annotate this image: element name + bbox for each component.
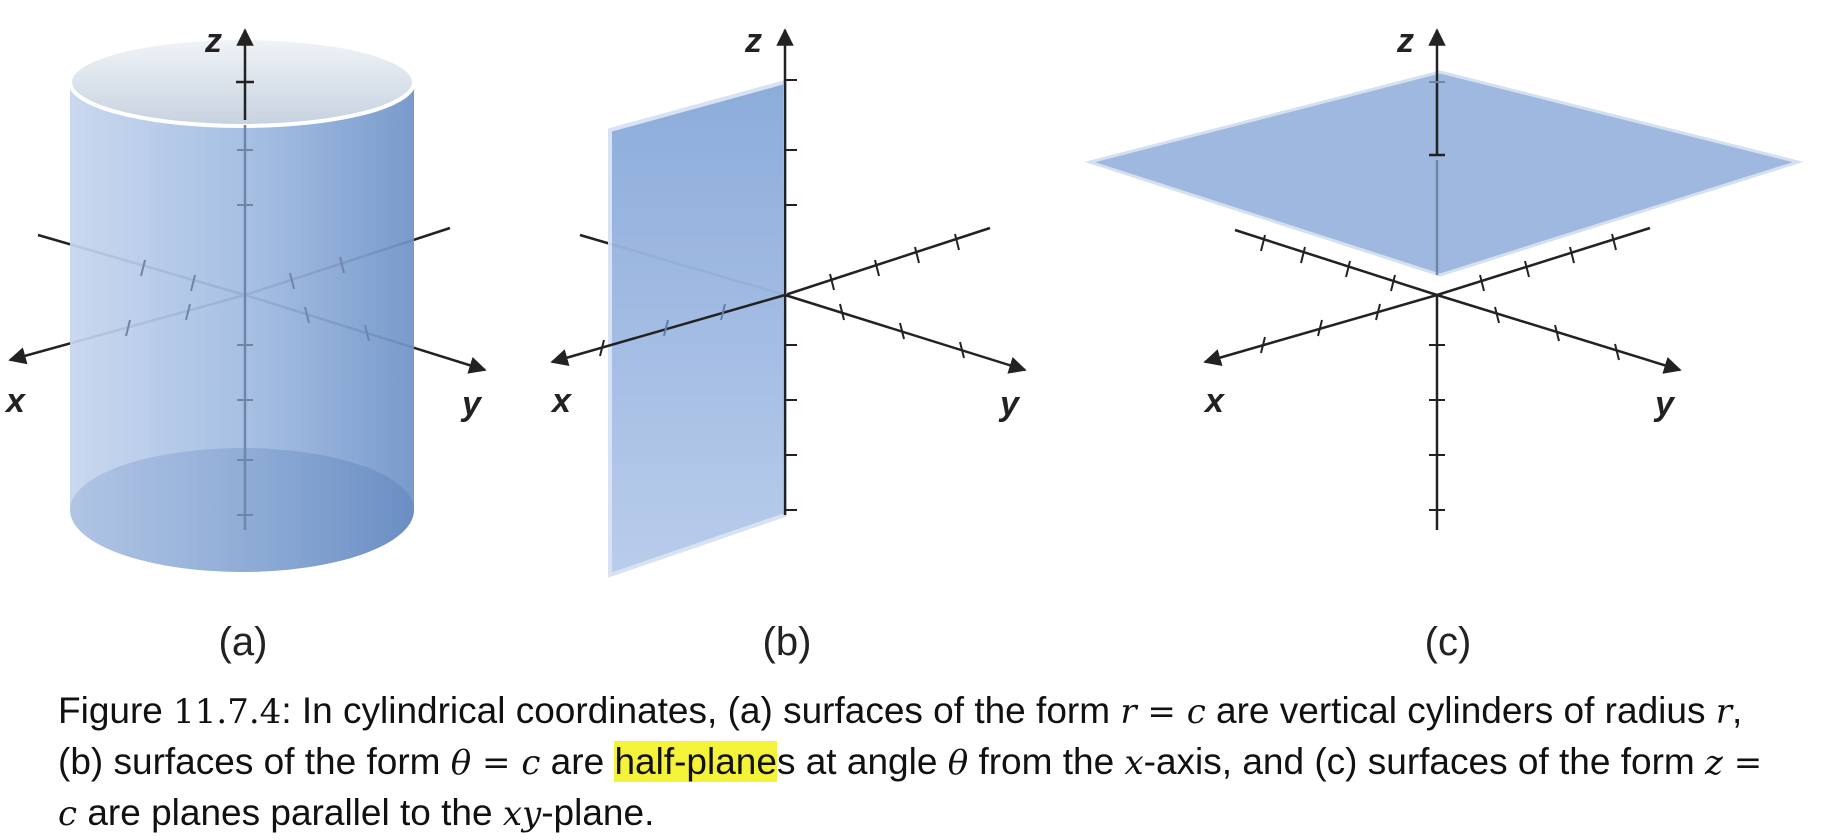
- panel-b: z x y: [550, 22, 1027, 578]
- panel-b-y-neg-axis: [784, 226, 991, 297]
- caption-text-3: , (b) surfaces of the form: [58, 690, 1743, 782]
- panel-c-x-axis: [1203, 293, 1438, 367]
- half-plane: [608, 79, 787, 578]
- panel-b-label: (b): [762, 620, 812, 664]
- math-r: r: [1120, 692, 1137, 732]
- panel-b-x-axis: [550, 293, 786, 367]
- cylinder-bottom: [70, 448, 414, 572]
- math-z: z: [1705, 743, 1723, 783]
- panel-a-x-label: x: [4, 382, 27, 420]
- caption-prefix: Figure: [58, 690, 174, 731]
- figure-caption: Figure 11.7.4: In cylindrical coordinate…: [58, 686, 1778, 839]
- panel-b-z-label: z: [744, 22, 762, 60]
- math-equals-3: =: [1722, 743, 1763, 783]
- math-equals: =: [1136, 692, 1187, 732]
- panel-c-y-axis: [1436, 293, 1682, 374]
- panel-b-ticks: [785, 79, 965, 511]
- panel-b-x-ticks: [663, 303, 726, 337]
- panel-b-x-label: x: [550, 382, 573, 420]
- panel-b-y-label: y: [998, 385, 1021, 423]
- panel-c-y-neg-axis: [1436, 226, 1651, 297]
- math-c: c: [1186, 692, 1206, 732]
- panel-c-y-label: y: [1653, 385, 1676, 423]
- math-xy: xy: [502, 794, 542, 834]
- panel-c-label: (c): [1424, 620, 1472, 664]
- panel-c-x-label: x: [1203, 382, 1226, 420]
- figure-diagram: z x y: [4, 22, 1804, 578]
- caption-text-8: are planes parallel to the: [77, 792, 503, 833]
- math-c-3: c: [58, 794, 78, 834]
- caption-text-6: from the: [968, 741, 1125, 782]
- cylinder-body: [70, 82, 414, 572]
- figure-number: 11.7.4: [173, 692, 282, 732]
- caption-text-9: -plane.: [541, 792, 655, 833]
- math-c-2: c: [521, 743, 541, 783]
- panel-a-z-label: z: [204, 22, 222, 60]
- caption-text-4: are: [540, 741, 615, 782]
- highlighted-term: half-plane: [614, 741, 777, 782]
- panel-c-x-neg-axis: [1234, 228, 1438, 297]
- panel-a-label: (a): [218, 620, 268, 664]
- caption-text-5: s at angle: [776, 741, 948, 782]
- panel-c-ticks: [1260, 233, 1620, 511]
- panel-b-y-neg-ticks: [829, 233, 960, 291]
- math-equals-2: =: [471, 743, 522, 783]
- panel-c: z x y: [1084, 22, 1804, 530]
- math-x: x: [1124, 743, 1144, 783]
- math-theta: θ: [450, 743, 472, 783]
- math-r-2: r: [1715, 692, 1732, 732]
- panel-a: z x y: [4, 22, 487, 572]
- caption-text-7: -axis, and (c) surfaces of the form: [1143, 741, 1705, 782]
- panel-a-y-label: y: [460, 385, 483, 423]
- panel-b-y-axis: [784, 293, 1027, 374]
- horizontal-plane: [1084, 70, 1804, 277]
- caption-text-2: are vertical cylinders of radius: [1205, 690, 1716, 731]
- panel-a-ticks: [125, 149, 370, 516]
- math-theta-2: θ: [947, 743, 969, 783]
- caption-text-1: : In cylindrical coordinates, (a) surfac…: [281, 690, 1121, 731]
- panel-c-z-label: z: [1396, 22, 1414, 60]
